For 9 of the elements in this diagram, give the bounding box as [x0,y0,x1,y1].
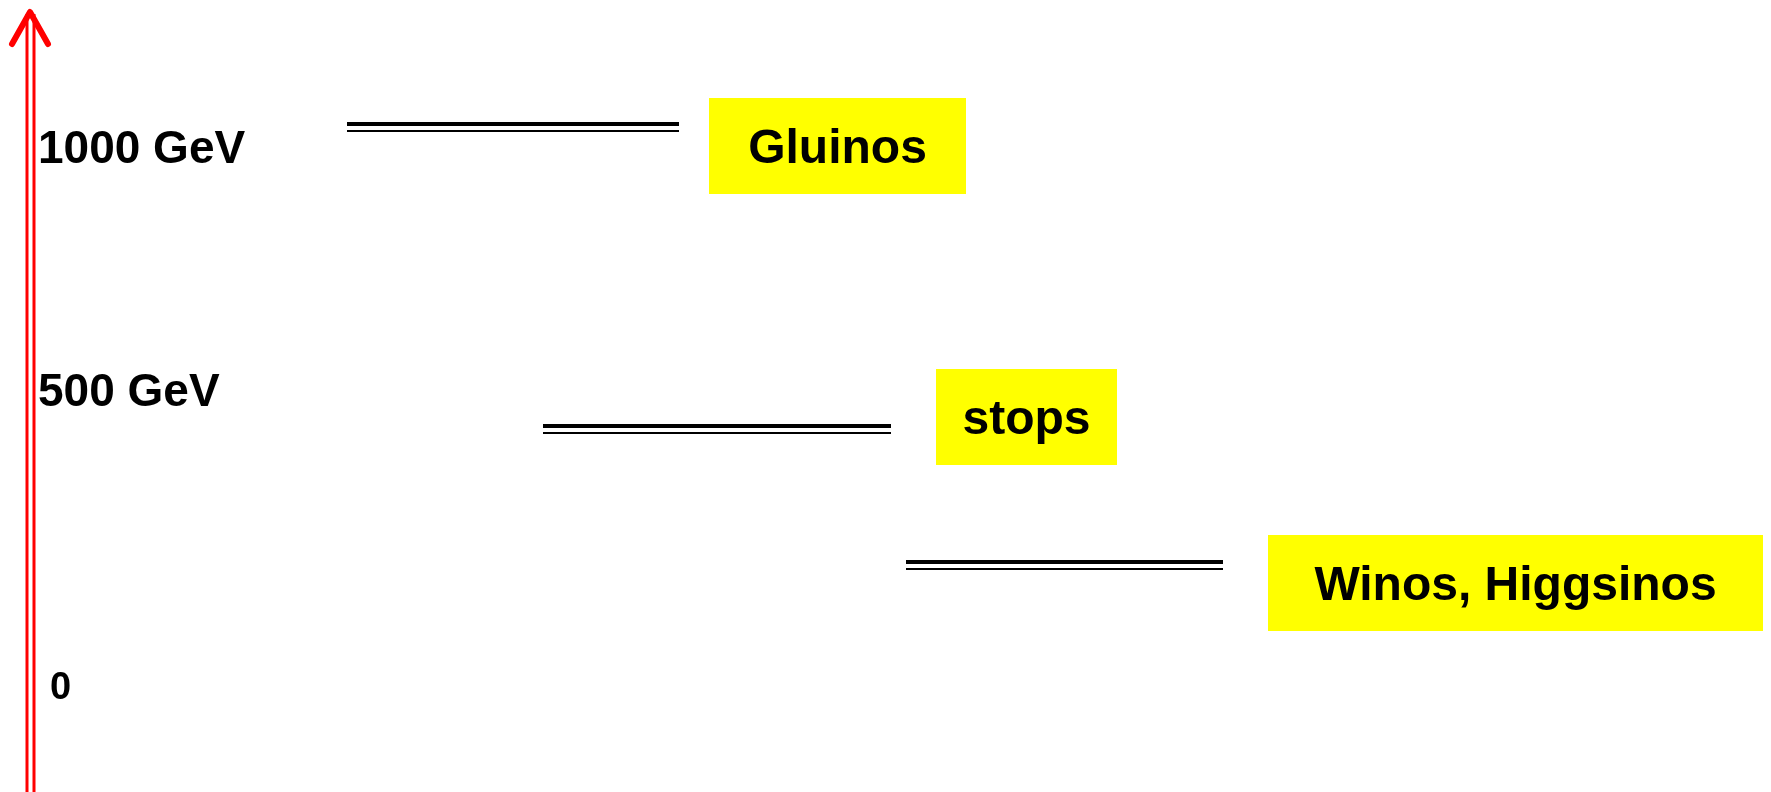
particle-label-box [936,369,1117,465]
particle-name: Gluinos [748,118,927,174]
particle-name: Winos, Higgsinos [1314,555,1717,611]
energy-scale-label: 1000 GeV [38,124,246,170]
energy-scale-label: 500 GeV [38,367,220,413]
particle-label-box [1268,535,1763,631]
particle-label-box [709,98,966,194]
energy-scale-label: 0 [50,667,72,705]
particle-name: stops [962,389,1091,445]
